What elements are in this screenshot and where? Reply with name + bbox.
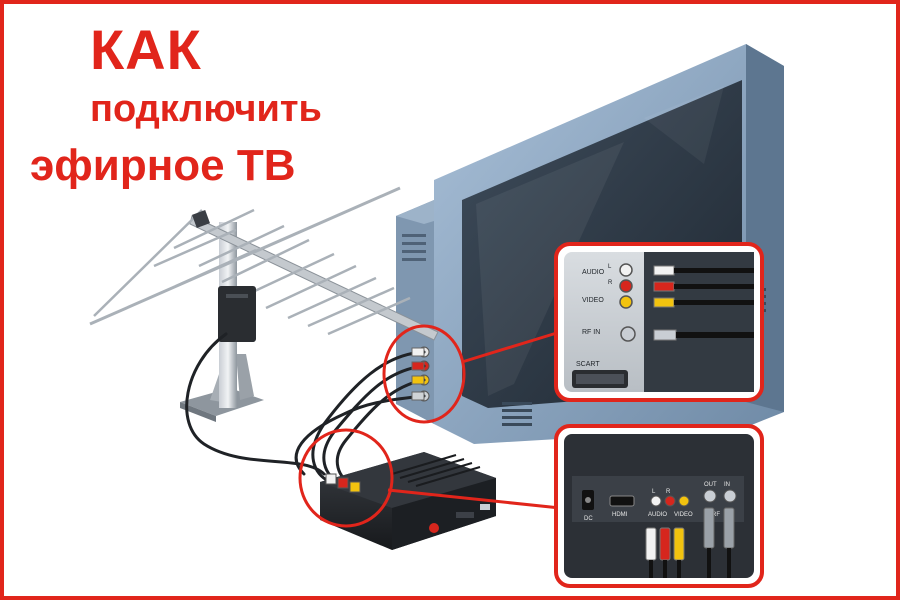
receiver-audio-right-jack bbox=[664, 495, 676, 507]
antenna-coax-cable bbox=[185, 332, 326, 476]
receiver-label-right: R bbox=[666, 489, 671, 495]
tv-sockets-callout bbox=[382, 324, 466, 424]
tv-audio-right-jack bbox=[619, 279, 633, 293]
receiver-label-in: IN bbox=[724, 482, 730, 488]
receiver-label-left: L bbox=[652, 489, 656, 495]
tv-video-jack bbox=[619, 295, 633, 309]
antenna-elements bbox=[153, 208, 411, 336]
title-line-1: КАК bbox=[90, 18, 202, 81]
antenna bbox=[89, 186, 439, 422]
receiver-video-jack bbox=[678, 495, 690, 507]
tv-label-audio: AUDIO bbox=[582, 269, 605, 276]
tv-callout-leader bbox=[461, 330, 561, 364]
receiver-rf-out-jack bbox=[703, 489, 717, 503]
callouts bbox=[298, 324, 561, 528]
tv-label-rf-in: RF IN bbox=[582, 329, 600, 336]
diagram-canvas: AUDIO L R VIDEO RF IN SCART bbox=[89, 44, 784, 588]
receiver-sockets-callout bbox=[298, 428, 394, 528]
receiver-label-out: OUT bbox=[704, 482, 717, 488]
receiver-label-audio: AUDIO bbox=[648, 512, 667, 518]
tv-label-video: VIDEO bbox=[582, 297, 604, 304]
receiver bbox=[320, 452, 496, 550]
tv-zoom-panel: AUDIO L R VIDEO RF IN SCART bbox=[554, 242, 764, 402]
receiver-label-rf: RF bbox=[712, 512, 720, 518]
tv-back-housing bbox=[396, 200, 434, 424]
av-cable-yellow bbox=[335, 378, 426, 488]
antenna-amplifier bbox=[218, 286, 256, 342]
receiver-vents bbox=[391, 454, 481, 487]
tv-audio-left-jack bbox=[619, 263, 633, 277]
receiver-zoom-panel: DC HDMI L R AUDIO VIDEO OUT IN RF bbox=[554, 424, 764, 588]
receiver-label-dc: DC bbox=[584, 516, 593, 522]
tv-back-vents bbox=[402, 234, 426, 261]
tv-panel-plugs bbox=[653, 265, 754, 341]
title-line-3: эфирное ТВ bbox=[30, 141, 296, 190]
receiver-hdmi-port bbox=[609, 495, 635, 507]
receiver-callout-leader bbox=[387, 488, 561, 510]
receiver-power-led bbox=[429, 523, 439, 533]
tv-label-scart: SCART bbox=[576, 361, 600, 368]
tv-rf-in-jack bbox=[620, 326, 636, 342]
receiver-label-hdmi: HDMI bbox=[612, 512, 628, 518]
receiver-label-video: VIDEO bbox=[674, 512, 693, 518]
receiver-panel-plugs bbox=[645, 507, 735, 578]
tv-label-right: R bbox=[608, 280, 613, 286]
title-line-2: подключить bbox=[90, 88, 322, 130]
tv-label-left: L bbox=[608, 264, 612, 270]
receiver-audio-left-jack bbox=[650, 495, 662, 507]
av-cable-white bbox=[311, 350, 426, 484]
receiver-rf-in-jack bbox=[723, 489, 737, 503]
